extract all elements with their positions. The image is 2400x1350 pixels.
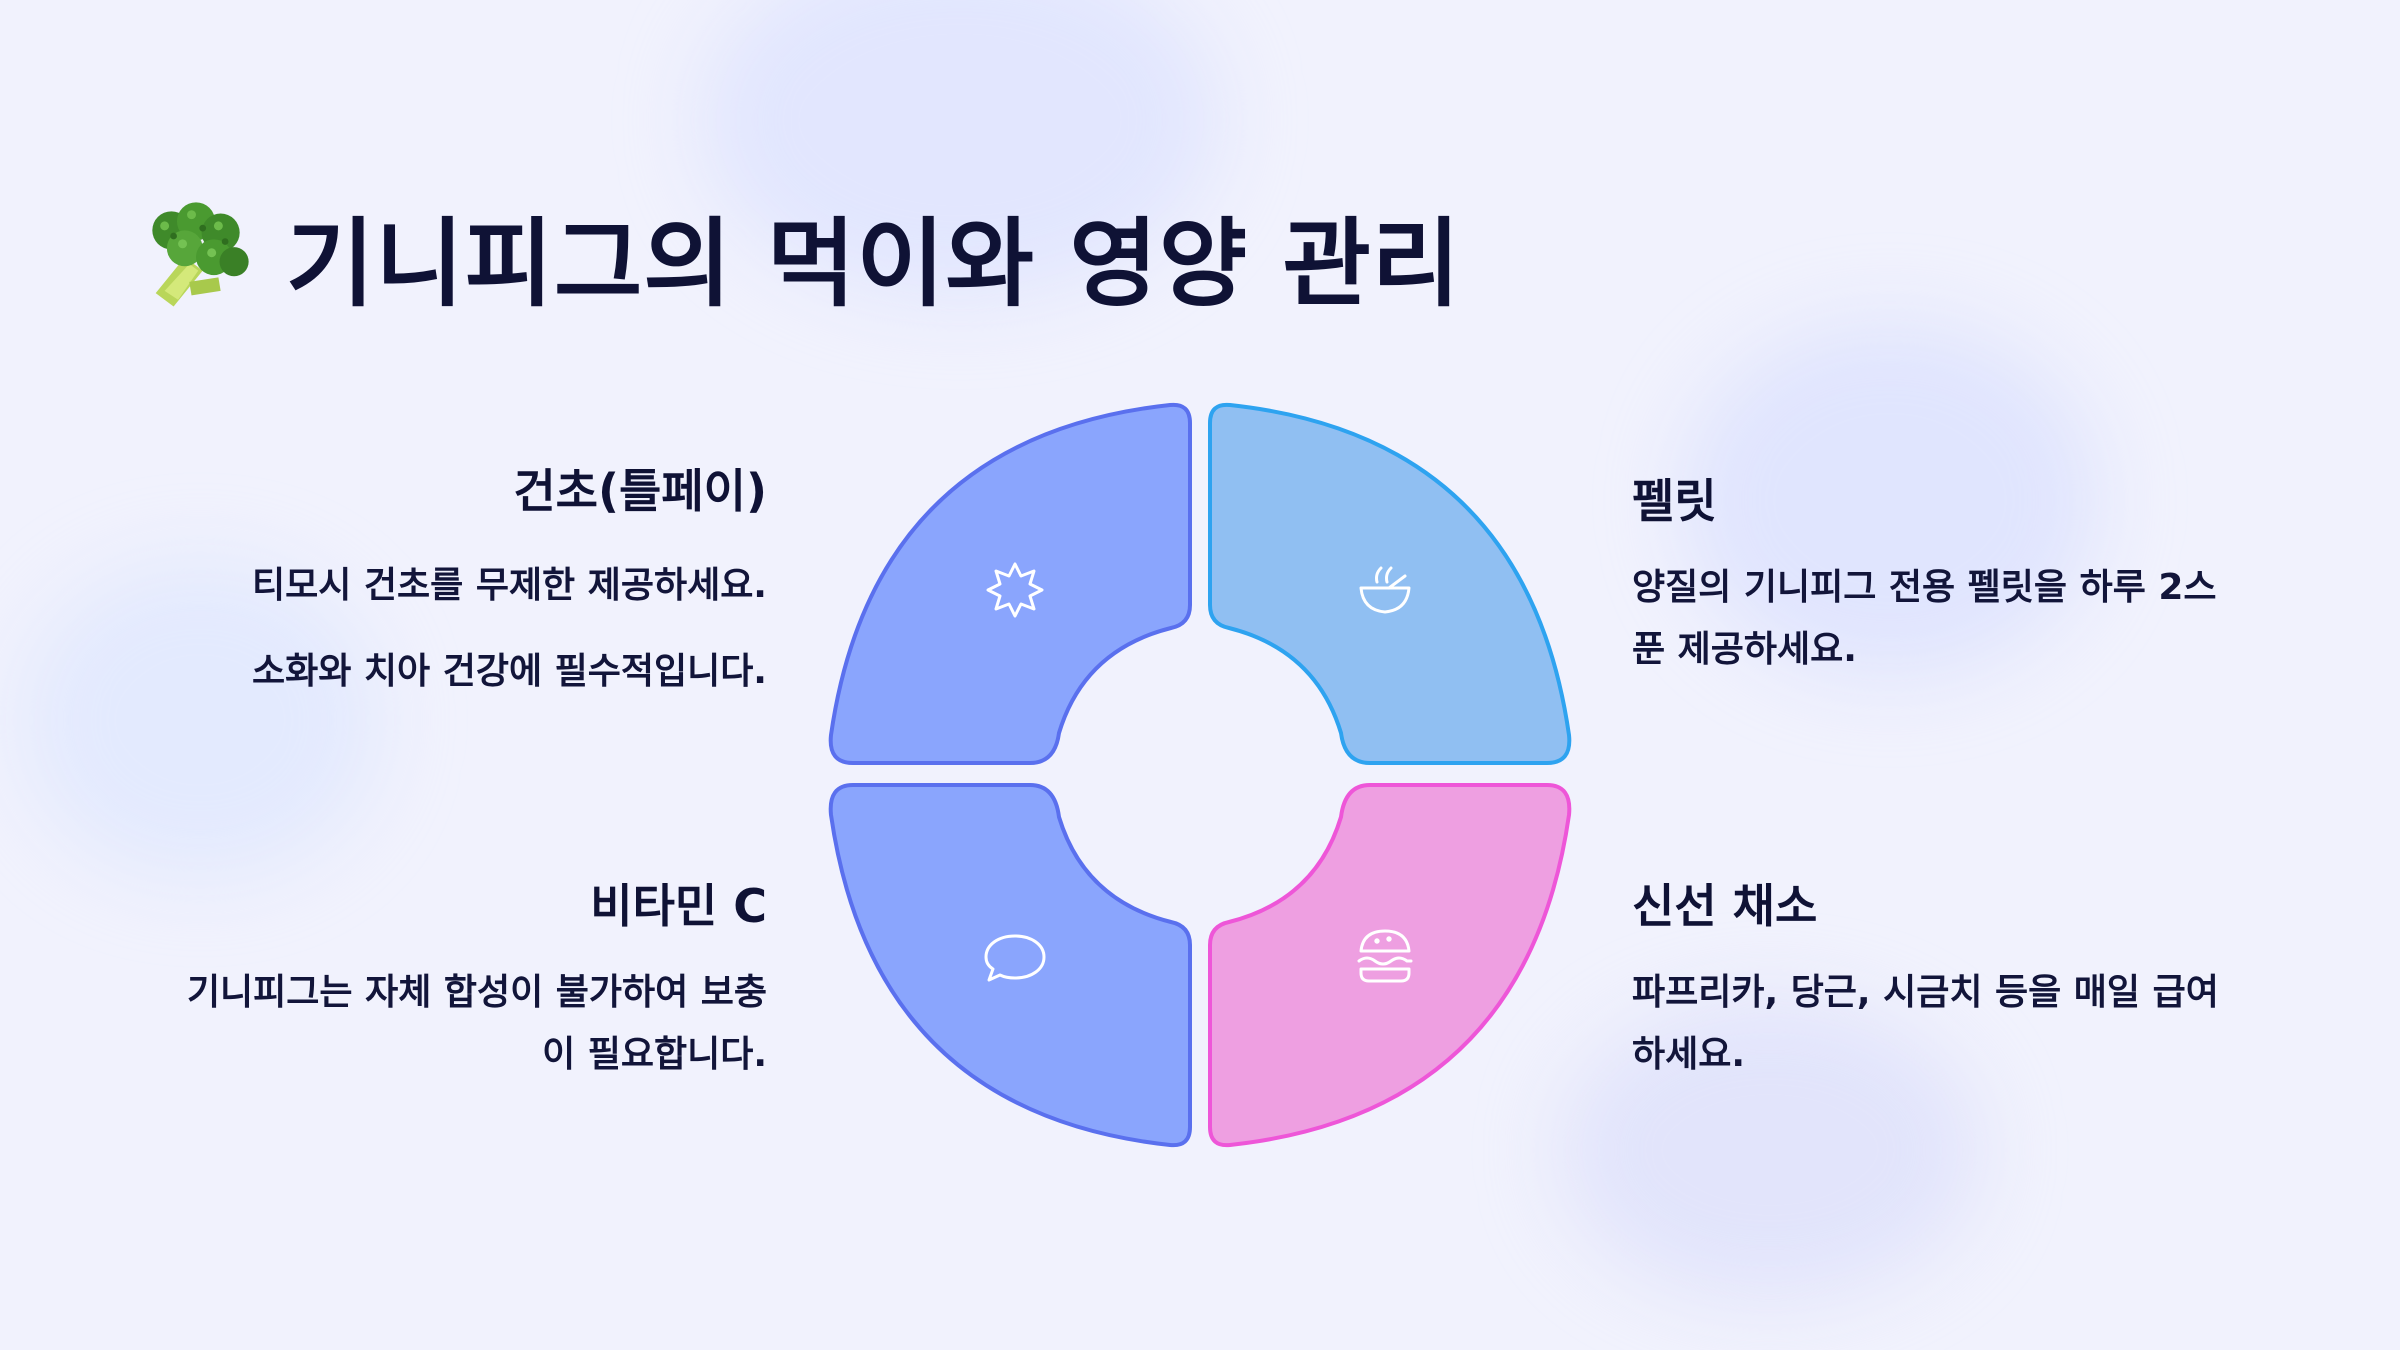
- item-description: 하세요.: [1632, 1034, 1746, 1075]
- speech-bubble-icon: [984, 934, 1046, 982]
- item-description: 티모시 건초를 무제한 제공하세요.: [252, 565, 767, 606]
- item-heading: 비타민 C: [590, 879, 767, 933]
- item-heading: 신선 채소: [1632, 879, 1818, 933]
- item-hay: 건초(틀페이) 티모시 건초를 무제한 제공하세요. 소화와 치아 건강에 필수…: [252, 455, 767, 715]
- item-description: 파프리카, 당근, 시금치 등을 매일 급여: [1632, 972, 2219, 1013]
- item-pellet: 펠릿 양질의 기니피그 전용 펠릿을 하루 2스 푼 제공하세요.: [1632, 465, 2217, 681]
- quadrant-bottom-right: [1208, 783, 1572, 1148]
- starburst-icon: [986, 562, 1044, 618]
- page-title: 기니피그의 먹이와 영양 관리: [140, 190, 1461, 320]
- item-vitamin-c: 비타민 C 기니피그는 자체 합성이 불가하여 보충 이 필요합니다.: [187, 870, 767, 1086]
- burger-icon: [1357, 929, 1413, 983]
- item-description: 이 필요합니다.: [542, 1034, 767, 1075]
- item-vegetables: 신선 채소 파프리카, 당근, 시금치 등을 매일 급여 하세요.: [1632, 870, 2219, 1086]
- item-heading: 펠릿: [1632, 474, 1717, 528]
- quadrant-top-left: [828, 402, 1192, 765]
- broccoli-icon: [152, 202, 249, 307]
- quadrant-top-right: [1208, 402, 1572, 765]
- item-heading: 건초(틀페이): [513, 464, 767, 518]
- item-description: 푼 제공하세요.: [1632, 629, 1857, 670]
- quadrant-bottom-left: [828, 783, 1192, 1148]
- title-text: 기니피그의 먹이와 영양 관리: [286, 207, 1462, 320]
- bowl-icon: [1359, 566, 1411, 614]
- item-description: 기니피그는 자체 합성이 불가하여 보충: [186, 972, 767, 1013]
- item-description: 양질의 기니피그 전용 펠릿을 하루 2스: [1632, 567, 2217, 608]
- item-description: 소화와 치아 건강에 필수적입니다.: [252, 651, 767, 692]
